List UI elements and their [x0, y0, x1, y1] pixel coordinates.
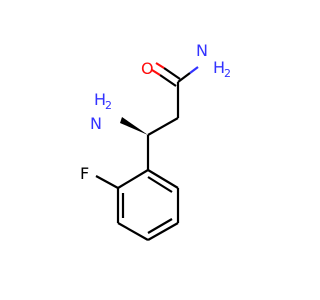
wedge-bond	[120, 117, 148, 135]
amide-h-label: H	[213, 58, 225, 77]
c-f-bond	[95, 175, 119, 189]
ring-bond-4	[147, 222, 179, 241]
amine-nitrogen-label: N	[90, 114, 102, 133]
amine-h-subscript: 2	[105, 99, 112, 112]
carbonyl-bond-2-o	[155, 62, 165, 69]
amine-h-label: H	[94, 90, 106, 109]
carbonyl-bond-1	[159, 74, 177, 87]
amide-c-n-bond-n	[189, 66, 199, 74]
ring-bond-1	[117, 169, 149, 189]
amide-h-subscript: 2	[224, 67, 231, 80]
ring-bond-6	[147, 169, 179, 189]
amide-oxygen-label: O	[141, 59, 154, 78]
ring-double-2	[147, 218, 173, 234]
amide-nitrogen-label: N	[196, 41, 208, 60]
fluorine-label: F	[80, 164, 89, 183]
chiral-ch2-bond	[147, 117, 179, 136]
carbonyl-bond-1-o	[151, 69, 161, 76]
carbonyl-bond-2	[163, 67, 181, 80]
structure-svg: O N H 2 H 2 N F	[80, 41, 231, 241]
ring-bond-3	[117, 222, 149, 241]
molecule-diagram: O N H 2 H 2 N F	[80, 41, 231, 241]
ring-double-3	[147, 176, 173, 193]
amide-c-n-bond	[177, 72, 191, 83]
